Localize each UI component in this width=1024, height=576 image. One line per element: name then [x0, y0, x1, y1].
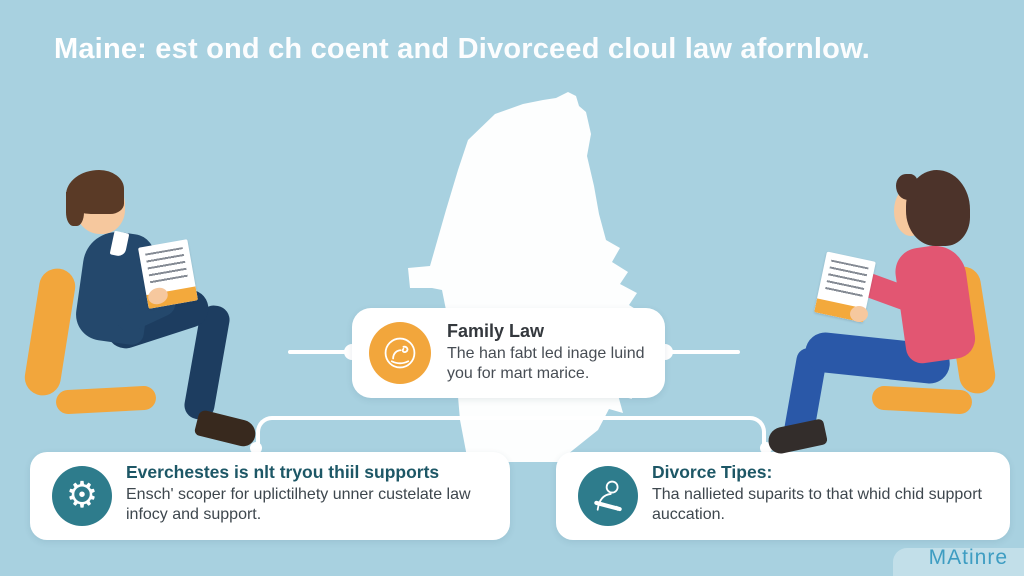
- man-chair-back: [22, 265, 78, 399]
- man-document: [137, 239, 199, 309]
- supports-card-title: Everchestes is nlt tryou thiil supports: [126, 462, 440, 482]
- man-document-lines: [145, 247, 189, 286]
- maine-map: [408, 92, 657, 462]
- watermark: MAtinre: [928, 546, 1008, 569]
- bracket-left-dot: [250, 442, 262, 454]
- connector-bracket: [256, 416, 766, 450]
- watermark-panel: [893, 548, 1024, 576]
- supports-card-body: Ensch' scoper for uplictilhety unner cus…: [126, 486, 471, 524]
- man-hair-back: [66, 192, 84, 226]
- man-chair-seat: [55, 385, 157, 415]
- man-illustration: [18, 168, 278, 463]
- woman-shoe: [765, 418, 829, 456]
- supports-card: ⚙ Everchestes is nlt tryou thiil support…: [30, 452, 510, 540]
- gear-glyph: ⚙: [65, 475, 99, 516]
- divorce-tips-title: Divorce Tipes:: [652, 462, 773, 482]
- connector-left-line: [288, 350, 352, 354]
- family-law-body: The han fabt led inage luind you for mar…: [447, 345, 645, 383]
- person-icon: [578, 466, 638, 526]
- man-shoe: [193, 409, 259, 449]
- family-scribble-icon: [369, 322, 431, 384]
- connector-right-line: [664, 350, 740, 354]
- woman-hair-fringe: [896, 174, 918, 200]
- divorce-tips-body: Tha nallieted suparits to that whid chid…: [652, 486, 982, 524]
- woman-chair-seat: [871, 385, 973, 415]
- woman-document-lines: [824, 259, 869, 299]
- woman-hand: [850, 306, 868, 322]
- family-law-title: Family Law: [447, 321, 545, 341]
- divorce-tips-card: Divorce Tipes: Tha nallieted suparits to…: [556, 452, 1010, 540]
- gear-icon: ⚙: [52, 466, 112, 526]
- page-title: Maine: est ond ch coent and Divorceed cl…: [54, 33, 870, 66]
- family-law-card: Family Law The han fabt led inage luind …: [352, 308, 665, 398]
- title-rest: est ond ch coent and Divorceed cloul law…: [147, 33, 871, 65]
- woman-illustration: [762, 168, 1024, 463]
- title-state-name: Maine:: [54, 33, 148, 65]
